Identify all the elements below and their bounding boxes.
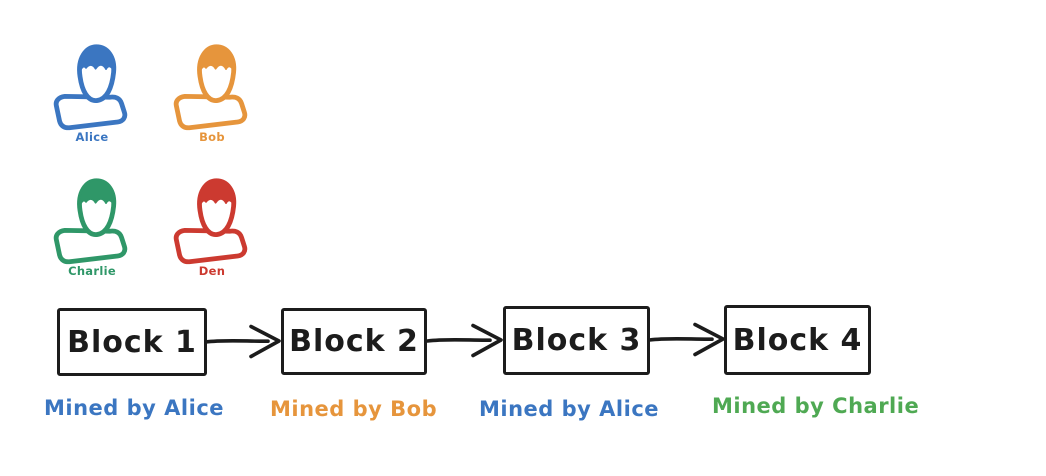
block-2: Block 2 bbox=[281, 308, 427, 375]
person-icon bbox=[52, 174, 132, 266]
block-label: Block 2 bbox=[289, 324, 419, 359]
miner-charlie: Charlie bbox=[48, 174, 136, 278]
mined-by-label-block-3: Mined by Alice bbox=[479, 397, 660, 421]
chain-arrow-icon bbox=[426, 318, 506, 362]
miner-name-label: Alice bbox=[75, 130, 109, 144]
block-label: Block 1 bbox=[67, 324, 197, 360]
person-icon bbox=[52, 40, 132, 132]
miner-den: Den bbox=[168, 174, 256, 278]
person-icon bbox=[172, 40, 252, 132]
block-1: Block 1 bbox=[57, 308, 207, 376]
miner-bob: Bob bbox=[168, 40, 256, 144]
block-label: Block 4 bbox=[732, 322, 863, 358]
miner-name-label: Den bbox=[198, 264, 226, 278]
chain-arrow-icon bbox=[204, 319, 284, 363]
block-3: Block 3 bbox=[503, 306, 650, 375]
miner-alice: Alice bbox=[48, 40, 136, 144]
mined-by-label-block-4: Mined by Charlie bbox=[712, 394, 920, 418]
person-icon bbox=[172, 174, 252, 266]
mined-by-label-block-2: Mined by Bob bbox=[270, 397, 438, 421]
chain-arrow-icon bbox=[648, 317, 728, 361]
block-label: Block 3 bbox=[511, 323, 642, 358]
mined-by-label-block-1: Mined by Alice bbox=[44, 396, 225, 420]
block-4: Block 4 bbox=[724, 305, 871, 375]
miner-name-label: Charlie bbox=[68, 264, 116, 278]
miner-name-label: Bob bbox=[199, 130, 225, 144]
